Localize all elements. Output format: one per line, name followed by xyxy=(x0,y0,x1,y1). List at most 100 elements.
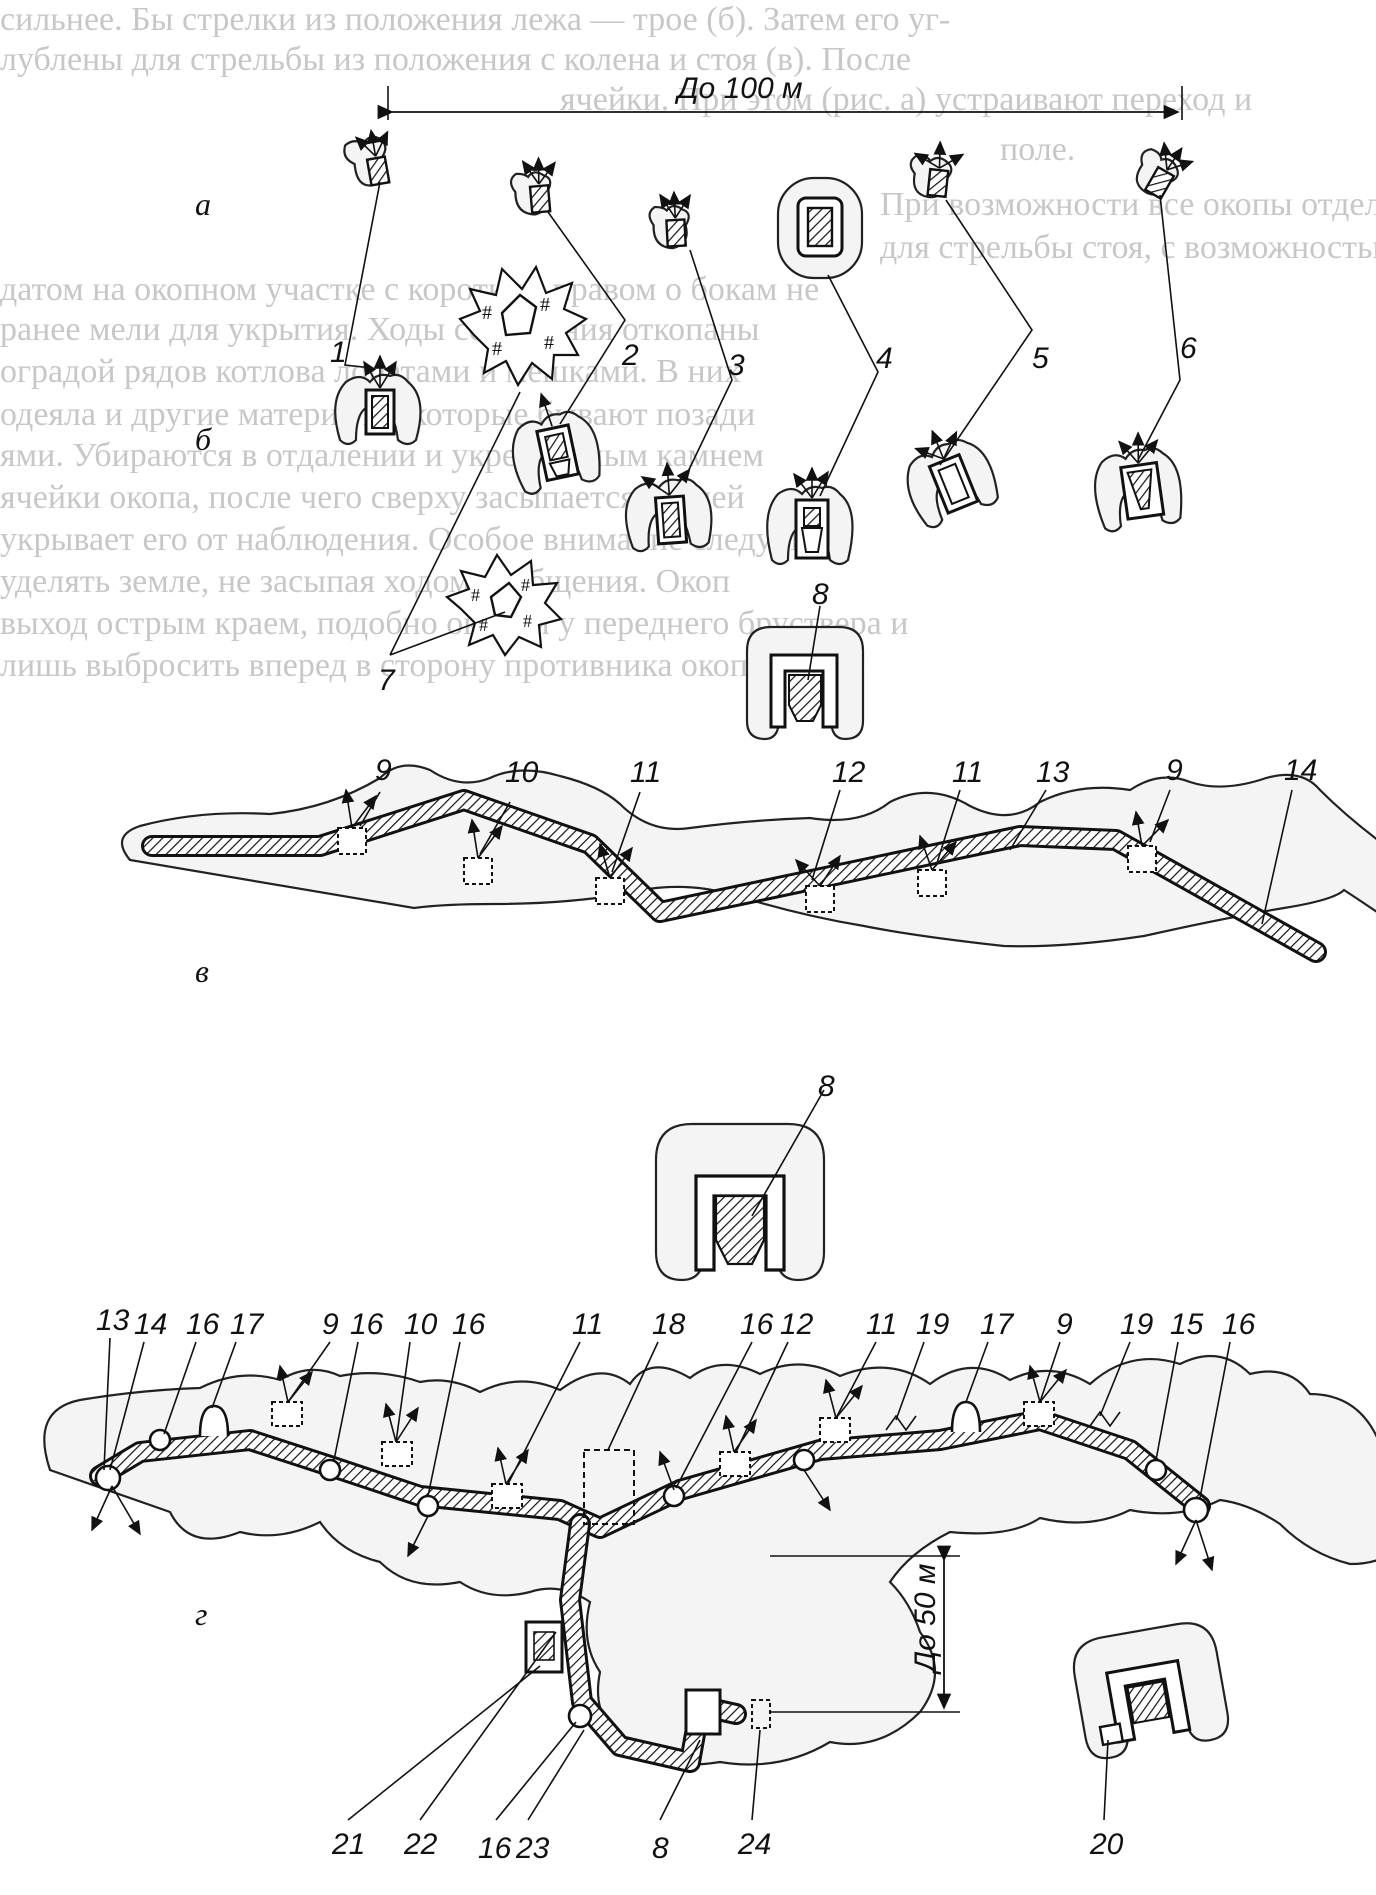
callout-8-mid: 8 xyxy=(818,1070,835,1103)
shell-crater: # # # # xyxy=(458,264,589,388)
callout-v-10: 10 xyxy=(505,756,539,789)
rifle-cell-kneeling xyxy=(334,354,422,446)
callout-g-15: 15 xyxy=(1170,1308,1204,1341)
callout-g-16c: 16 xyxy=(452,1308,486,1341)
bg-line: ранее мели для укрытия. Ходы сообщения о… xyxy=(0,311,760,348)
svg-text:#: # xyxy=(492,338,502,360)
dugout-shelter xyxy=(745,625,865,741)
rifle-cell-prone xyxy=(648,190,691,250)
svg-text:#: # xyxy=(544,332,554,354)
trench-g: 13 14 16 17 9 16 10 16 11 18 16 12 11 19… xyxy=(43,1304,1376,1865)
callout-v-13: 13 xyxy=(1036,756,1070,789)
svg-text:#: # xyxy=(523,611,532,631)
callout-7: 7 xyxy=(378,664,396,697)
bg-line: для стрельбы стоя, с возможностью огня п… xyxy=(880,229,1376,266)
callout-v-11: 11 xyxy=(630,756,661,789)
callouts-g-bottom: 21 22 16 23 8 24 20 xyxy=(331,1631,1124,1865)
callout-g-16f: 16 xyxy=(478,1832,512,1865)
bg-line: датом на окопном участке с коротким прав… xyxy=(0,271,819,308)
rifle-cell-kneeling xyxy=(511,392,601,495)
svg-text:#: # xyxy=(482,302,492,324)
callout-g-10: 10 xyxy=(404,1308,438,1341)
fire-arrows-g xyxy=(91,1364,1215,1572)
callout-g-16d: 16 xyxy=(740,1308,774,1341)
callout-2: 2 xyxy=(621,339,639,372)
rifle-cell-standing xyxy=(766,466,854,566)
callout-3: 3 xyxy=(728,349,745,382)
callout-g-8: 8 xyxy=(652,1832,669,1865)
side-dimension: До 50 м xyxy=(770,1545,960,1713)
callouts-ab: 1 2 3 4 5 6 7 8 xyxy=(330,332,1197,697)
trench-v: 9 10 11 12 11 13 9 14 xyxy=(120,754,1376,963)
bg-line: ями. Убираются в отдалении и укрепленным… xyxy=(0,437,764,474)
bg-line: лублены для стрельбы из положения с коле… xyxy=(0,41,911,78)
callout-g-23: 23 xyxy=(515,1832,550,1865)
callout-g-9b: 9 xyxy=(1056,1308,1073,1341)
callout-g-21: 21 xyxy=(331,1828,365,1861)
rifle-cell-prone xyxy=(909,140,965,199)
trench-cells xyxy=(337,827,1157,913)
callout-g-18: 18 xyxy=(652,1308,686,1341)
callout-g-13: 13 xyxy=(96,1304,130,1337)
callout-g-11: 11 xyxy=(572,1308,603,1341)
callout-g-20: 20 xyxy=(1089,1828,1124,1861)
callout-5: 5 xyxy=(1032,342,1049,375)
svg-text:#: # xyxy=(479,615,488,635)
callouts-v: 9 10 11 12 11 13 9 14 xyxy=(359,754,1317,925)
callout-4: 4 xyxy=(876,342,893,375)
callout-g-16: 16 xyxy=(186,1308,220,1341)
callout-v-11b: 11 xyxy=(952,756,983,789)
callout-g-12: 12 xyxy=(780,1308,814,1341)
rifle-cell-kneeling xyxy=(624,461,713,553)
rifle-cell-prone xyxy=(1135,141,1195,201)
top-dimension: До 100 м xyxy=(377,72,1183,120)
callout-1: 1 xyxy=(330,336,347,369)
section-label-g: г xyxy=(195,1596,207,1632)
callout-g-17b: 17 xyxy=(980,1308,1015,1341)
dimension-side-label: До 50 м xyxy=(909,1564,942,1675)
covered-cell xyxy=(776,176,864,280)
trench-niches xyxy=(94,1400,1210,1736)
callout-v-9b: 9 xyxy=(1166,754,1183,787)
svg-text:#: # xyxy=(540,294,550,316)
callout-g-16e: 16 xyxy=(1222,1308,1256,1341)
callout-v-14: 14 xyxy=(1284,754,1317,787)
bg-line: лишь выбросить вперед в сторону противни… xyxy=(0,647,772,684)
bg-line: уделять земле, не засыпая ходом сообщени… xyxy=(0,563,730,600)
row-b-cells: # # # # # # # # xyxy=(334,264,1183,741)
shell-crater: # # # # xyxy=(444,552,564,657)
section-label-b: б xyxy=(195,421,212,457)
callout-8: 8 xyxy=(812,578,829,611)
dugout-shelter-large xyxy=(654,1089,826,1282)
callout-g-11b: 11 xyxy=(866,1308,897,1341)
leader-lines-ab xyxy=(344,181,1181,681)
dimension-top-label: До 100 м xyxy=(674,72,802,105)
bg-line: ячейки окопа, после чего сверху засыпает… xyxy=(0,479,745,516)
bg-line: При возможности все окопы отделения в от… xyxy=(880,186,1376,223)
callout-g-16b: 16 xyxy=(350,1308,384,1341)
svg-text:#: # xyxy=(471,585,480,605)
rifle-cell-standing xyxy=(1093,431,1183,533)
callout-g-17: 17 xyxy=(230,1308,265,1341)
rifle-cell-prone xyxy=(343,129,391,187)
callout-g-14: 14 xyxy=(134,1308,167,1341)
dugout-shelter-20 xyxy=(1072,1622,1230,1760)
callout-g-22: 22 xyxy=(403,1828,438,1861)
row-a-cells xyxy=(343,129,1195,280)
bg-line: поле. xyxy=(1000,131,1075,168)
callout-g-19b: 19 xyxy=(1120,1308,1154,1341)
rifle-cell-prone xyxy=(509,156,556,216)
rifle-cell-kneeling xyxy=(906,429,999,529)
fire-arrows-v xyxy=(341,788,1170,887)
callout-v-9: 9 xyxy=(375,754,392,787)
callout-g-19: 19 xyxy=(916,1308,950,1341)
callout-v-12: 12 xyxy=(832,756,866,789)
bg-line: сильнее. Бы стрелки из положения лежа — … xyxy=(0,1,950,38)
callout-6: 6 xyxy=(1180,332,1197,365)
callout-g-9: 9 xyxy=(322,1308,339,1341)
callout-g-24: 24 xyxy=(737,1828,771,1861)
section-label-a: а xyxy=(195,186,211,222)
section-label-v: в xyxy=(195,953,209,989)
callouts-g-top: 13 14 16 17 9 16 10 16 11 18 16 12 11 19… xyxy=(96,1304,1256,1499)
